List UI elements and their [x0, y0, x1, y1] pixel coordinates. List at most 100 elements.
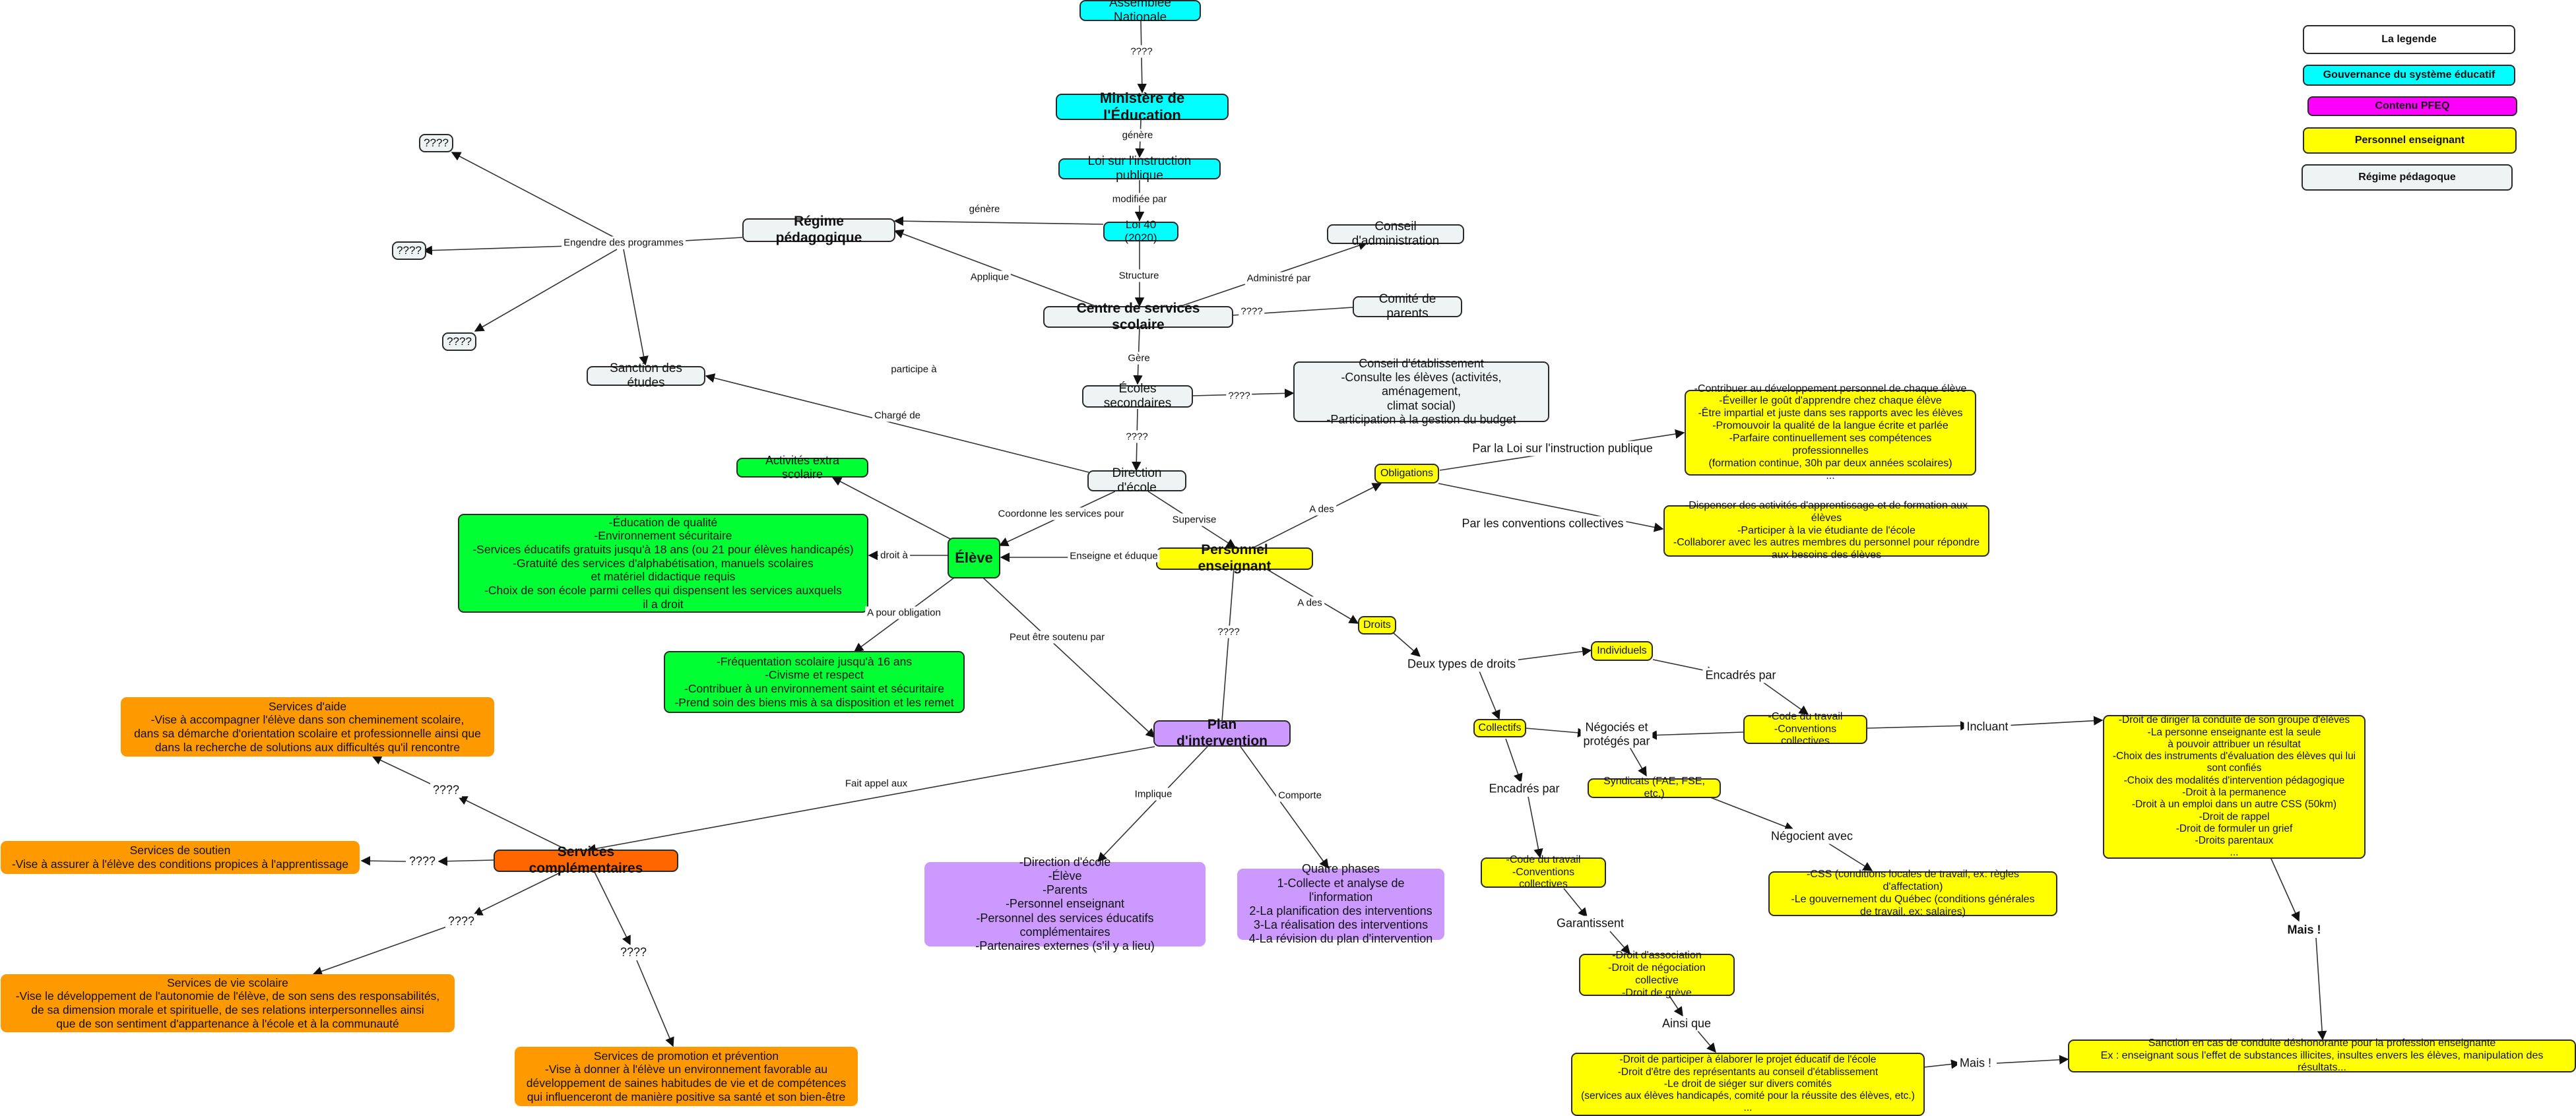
edge-collectifs-negocies — [1525, 728, 1588, 738]
edge-engendre-q2 — [422, 245, 569, 255]
node-services-aide: Services d'aide -Vise à accompagner l'él… — [121, 697, 494, 757]
edge-deuxtypes-individuels — [1504, 646, 1592, 662]
node-ministere: Ministère de l'Éducation — [1056, 90, 1229, 123]
edge-negocies-syndicats — [1629, 747, 1647, 777]
edge-personnel-droits — [1265, 568, 1359, 624]
label-supervise: Supervise — [1170, 513, 1219, 526]
node-comite-parents: Comité de parents — [1353, 292, 1462, 321]
label-coordonne: Coordonne les services pour — [996, 507, 1126, 520]
label-a-des-droits: A des — [1295, 596, 1324, 609]
label-engendre-programmes: Engendre des programmes — [562, 236, 686, 249]
node-plan-implique: -Direction d'école -Élève -Parents -Pers… — [924, 855, 1206, 952]
label-deux-types: Deux types de droits — [1404, 656, 1519, 672]
edge-services-aide — [457, 796, 568, 851]
label-negocient: Négocient avec — [1768, 828, 1856, 844]
node-services-soutien: Services de soutien -Vise à assurer à l'… — [1, 841, 360, 874]
edge-mais-sanction2 — [2315, 937, 2327, 1041]
node-droits: Droits — [1358, 616, 1396, 635]
edge-assoc-ainsique — [1669, 995, 1683, 1017]
edge-engendre-q1 — [451, 152, 618, 239]
edge-personnel-obligations — [1253, 483, 1382, 548]
node-plan-intervention: Plan d'intervention — [1153, 717, 1291, 749]
edge-engendre-q3 — [474, 249, 618, 332]
edge-code-negocies — [1647, 730, 1744, 740]
edge-syndicats-negocient — [1703, 794, 1795, 832]
label-implique: Implique — [1132, 788, 1175, 801]
label-a-des-obligations: A des — [1307, 503, 1336, 516]
node-q1: ???? — [419, 134, 453, 152]
label-ainsi-que: Ainsi que — [1659, 1016, 1714, 1032]
label-ecoles-conseil: ???? — [1226, 389, 1252, 402]
node-q2: ???? — [392, 241, 426, 260]
label-garantissent: Garantissent — [1553, 915, 1627, 931]
node-centre-services-scolaire: Centre de services scolaire — [1043, 301, 1233, 332]
label-par-conventions: Par les conventions collectives — [1459, 516, 1626, 532]
label-assemblee-ministere: ???? — [1128, 45, 1155, 58]
label-mais-1: Mais ! — [1956, 1055, 1995, 1071]
node-q3: ???? — [442, 332, 476, 351]
edge-personnel-plan — [1221, 568, 1235, 722]
node-ecoles-secondaires: Écoles secondaires — [1082, 382, 1193, 410]
edge-css-regime — [893, 229, 1096, 307]
edge-ainsique-particip — [1696, 1030, 1716, 1053]
node-obligations-conventions: -Dispenser des activités d'apprentissage… — [1663, 500, 1989, 561]
edge-plan-services — [586, 746, 1155, 853]
edge-deuxtypes-collectifs — [1477, 667, 1500, 720]
label-mais-2: Mais ! — [2284, 922, 2324, 938]
node-sanction-enseignant: Sanction en cas de conduite déshonorante… — [2068, 1038, 2576, 1073]
edge-codecoll-garantissent — [1563, 888, 1588, 918]
edge-eleve-plan — [982, 577, 1156, 738]
node-assemblee-nationale: Assemblée Nationale — [1079, 0, 1201, 24]
edge-aide-mid — [371, 756, 436, 787]
label-applique: Applique — [968, 270, 1012, 284]
edge-garantissent-assoc — [1609, 931, 1630, 955]
edge-code-incluant — [1867, 721, 1970, 731]
node-css-conditions: -CSS (conditions locales de travail, ex:… — [1768, 869, 2057, 917]
label-css-comite: ???? — [1239, 305, 1265, 318]
node-code-travail-individuels: -Code du travail -Conventions collective… — [1743, 711, 1867, 747]
edge-negocient-css — [1827, 842, 1873, 871]
node-loi-instruction: Loi sur l'instruction publique — [1058, 154, 1221, 183]
label-incluant: Incluant — [1964, 719, 2011, 735]
label-participe: participe à — [889, 363, 939, 376]
edge-particip-mais — [1923, 1059, 1961, 1069]
label-gere: Gère — [1126, 352, 1152, 365]
node-obligations-loi: -Contribuer au développement personnel d… — [1685, 383, 1976, 481]
node-droits-individuels-liste: -Droit de diriger la conduite de son gro… — [2103, 714, 2366, 859]
edge-services-vie — [472, 870, 565, 915]
label-structure: Structure — [1116, 269, 1161, 282]
node-syndicats: Syndicats (FAE, FSE, etc.) — [1588, 776, 1721, 799]
node-collectifs: Collectifs — [1473, 719, 1526, 737]
edge-plan-implique — [1097, 746, 1208, 863]
legend-personnel: Personnel enseignant — [2303, 127, 2517, 154]
label-administre-par: Administré par — [1244, 272, 1313, 285]
legend-regime: Régime pédagoque — [2302, 164, 2513, 191]
node-activites-extra: Activités extra scolaire — [736, 454, 868, 481]
label-ecoles-direction: ???? — [1124, 430, 1150, 443]
node-services-complementaires: Services complémentaires — [494, 844, 678, 876]
label-negocies: Négociés et protégés par — [1580, 720, 1653, 749]
label-sc-vie: ???? — [445, 914, 478, 929]
node-regime-pedagogique: Régime pédagogique — [742, 214, 895, 245]
legend-contenu-pfeq: Contenu PFEQ — [2307, 96, 2517, 116]
node-droits-eleve: -Éducation de qualité -Environnement séc… — [458, 514, 868, 613]
node-sanction-etudes: Sanction des études — [587, 361, 705, 390]
edge-droitslist-mais — [2270, 858, 2300, 922]
label-encadres-par-collectifs: Encadrés par — [1486, 781, 1562, 797]
node-obligations-eleve: -Fréquentation scolaire jusqu'à 16 ans -… — [664, 651, 965, 713]
node-droits-participation: -Droit de participer à élaborer le proje… — [1571, 1053, 1925, 1116]
edge-mais-sanction — [1996, 1055, 2069, 1065]
node-code-travail-collectifs: -Code du travail -Conventions collective… — [1481, 854, 1606, 890]
edge-promo-mid — [636, 960, 674, 1047]
label-pour-obligation: A pour obligation — [865, 606, 943, 619]
node-services-vie: Services de vie scolaire -Vise le dévelo… — [1, 974, 455, 1032]
label-genere-regime: génère — [967, 202, 1002, 216]
edge-incluant-droitslist — [2005, 716, 2104, 726]
edge-services-soutien — [437, 856, 494, 866]
node-eleve: Élève — [948, 538, 1000, 578]
label-droit-a: droit à — [878, 549, 910, 562]
edge-encadres-code — [1761, 681, 1809, 715]
label-soutenu: Peut être soutenu par — [1007, 631, 1107, 644]
node-services-promotion: Services de promotion et prévention -Vis… — [515, 1047, 858, 1106]
node-obligations: Obligations — [1374, 464, 1439, 483]
